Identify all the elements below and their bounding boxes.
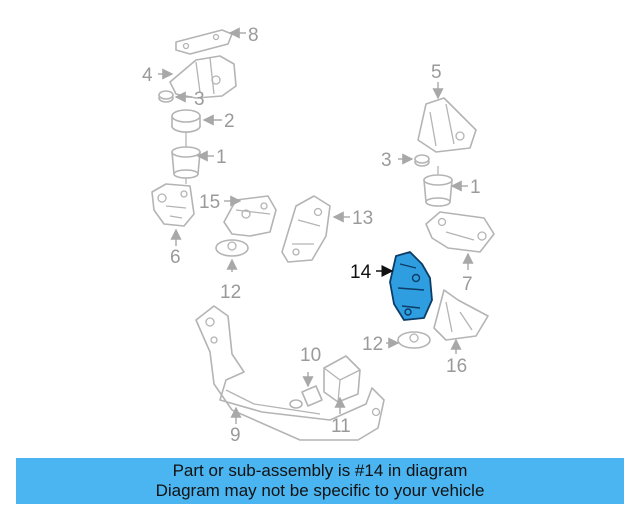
callout-15: 15 [199,192,220,213]
callout-3-left: 3 [194,89,205,110]
callout-12-right: 12 [362,334,383,355]
callout-11: 11 [331,416,351,437]
callout-2: 2 [224,111,235,132]
callout-16: 16 [446,356,467,377]
callout-12-left: 12 [220,282,241,303]
part-5-bracket [417,97,477,153]
part-3-nut-right [414,154,430,167]
part-7-bracket [425,211,495,253]
callout-7: 7 [462,274,473,295]
part-1-mount-left [171,132,201,184]
part-15-bracket [223,195,277,237]
callout-3-right: 3 [381,150,392,171]
callout-13: 13 [352,208,373,229]
part-12-pad-right [397,331,431,349]
part-6-bracket [151,183,195,227]
part-3-nut-left [158,90,174,103]
part-13-bracket [281,195,331,263]
callout-4: 4 [142,65,153,86]
part-12-pad-left [215,239,249,257]
callout-10: 10 [300,345,321,366]
part-11-nut [289,385,323,409]
callout-1-right: 1 [470,177,481,198]
callout-9: 9 [230,425,241,446]
callout-8: 8 [248,25,259,46]
callout-6: 6 [170,247,181,268]
part-2-cushion [171,109,201,133]
part-16-bracket [433,289,489,341]
callout-14: 14 [350,262,372,283]
part-10-mount [323,355,361,403]
callout-5: 5 [431,62,442,83]
banner-line-2: Diagram may not be specific to your vehi… [155,481,485,500]
banner-line-1: Part or sub-assembly is #14 in diagram [172,461,468,480]
part-8-bracket [175,29,233,55]
info-banner: Part or sub-assembly is #14 in diagram D… [16,458,624,504]
part-1-mount-right [423,166,453,207]
part-14-bracket-highlighted [389,251,433,321]
callout-1-left: 1 [216,147,227,168]
